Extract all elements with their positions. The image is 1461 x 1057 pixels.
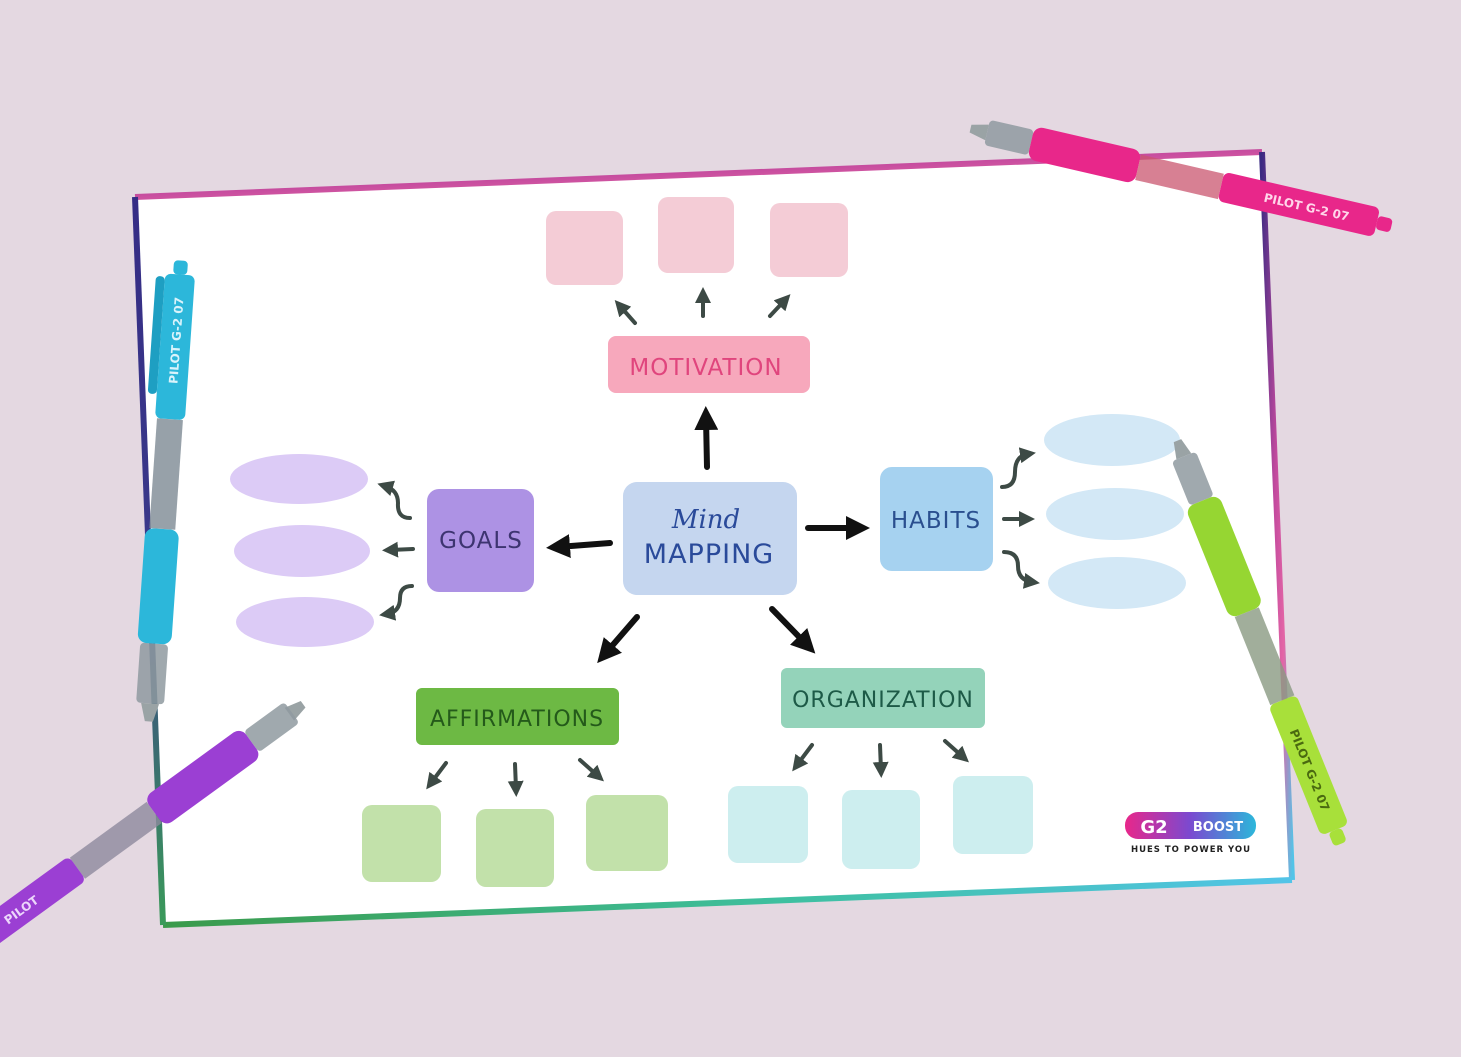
- goals-node: GOALS: [427, 489, 534, 592]
- habits-node: HABITS: [880, 467, 993, 571]
- motivation-leaves: [546, 197, 848, 285]
- affirmations-leaf: [476, 809, 554, 887]
- leaf-arrow: [614, 300, 637, 325]
- goals-leaves: [230, 454, 374, 647]
- motivation-leaf: [658, 197, 734, 273]
- affirmations-label: AFFIRMATIONS: [430, 707, 604, 732]
- leaf-arrow: [872, 743, 889, 778]
- pen-cyan-brand: PILOT G-2 07: [166, 296, 186, 384]
- pen-purple: PILOT: [0, 700, 306, 961]
- leaf-arrow: [578, 758, 604, 782]
- goals-label: GOALS: [439, 528, 523, 554]
- affirmations-leaves: [362, 795, 668, 887]
- goals-leaf: [236, 597, 374, 647]
- center-node: Mind MAPPING: [623, 482, 797, 595]
- goals-leaf: [230, 454, 368, 504]
- brand-tagline: HUES TO POWER YOU: [1131, 845, 1251, 855]
- leaf-arrow: [1000, 447, 1036, 489]
- leaf-arrow: [379, 584, 414, 621]
- leaf-arrow: [768, 294, 791, 318]
- organization-leaf: [953, 776, 1033, 854]
- main-arrows: [546, 406, 870, 664]
- arrow-to-organization: [769, 606, 816, 654]
- arrow-to-motivation: [694, 406, 719, 470]
- leaf-arrow: [507, 762, 524, 797]
- leaf-arrow: [382, 541, 415, 558]
- pen-cyan: PILOT G-2 07: [136, 260, 195, 722]
- affirmations-leaf: [586, 795, 668, 871]
- leaf-arrows: [377, 287, 1040, 797]
- organization-node: ORGANIZATION: [781, 668, 985, 728]
- habits-leaf: [1044, 414, 1180, 466]
- motivation-leaf: [770, 203, 848, 277]
- organization-label: ORGANIZATION: [792, 688, 974, 713]
- goals-leaf: [234, 525, 370, 577]
- leaf-arrow: [1002, 550, 1040, 589]
- leaf-arrow: [426, 761, 448, 790]
- habits-leaves: [1044, 414, 1186, 609]
- motivation-label: MOTIVATION: [629, 355, 782, 381]
- motivation-leaf: [546, 211, 623, 285]
- affirmations-node: AFFIRMATIONS: [416, 688, 619, 745]
- habits-label: HABITS: [891, 508, 981, 534]
- leaf-arrow: [943, 739, 969, 763]
- organization-leaves: [728, 776, 1033, 869]
- pen-lime: PILOT G-2 07: [1172, 439, 1347, 846]
- habits-leaf: [1048, 557, 1186, 609]
- arrow-to-affirmations: [597, 614, 640, 664]
- arrow-to-goals: [546, 534, 613, 559]
- organization-leaf: [842, 790, 920, 869]
- habits-leaf: [1046, 488, 1184, 540]
- center-title: MAPPING: [644, 539, 774, 570]
- organization-leaf: [728, 786, 808, 863]
- brand-name: BOOST: [1193, 820, 1243, 835]
- brand-logo-mark: G2: [1140, 817, 1167, 838]
- leaf-arrow: [792, 743, 814, 772]
- motivation-node: MOTIVATION: [608, 336, 810, 393]
- affirmations-leaf: [362, 805, 441, 882]
- center-title-script: Mind: [671, 505, 740, 535]
- brand-logo: G2 BOOST HUES TO POWER YOU: [1125, 812, 1256, 855]
- leaf-arrow: [377, 480, 412, 520]
